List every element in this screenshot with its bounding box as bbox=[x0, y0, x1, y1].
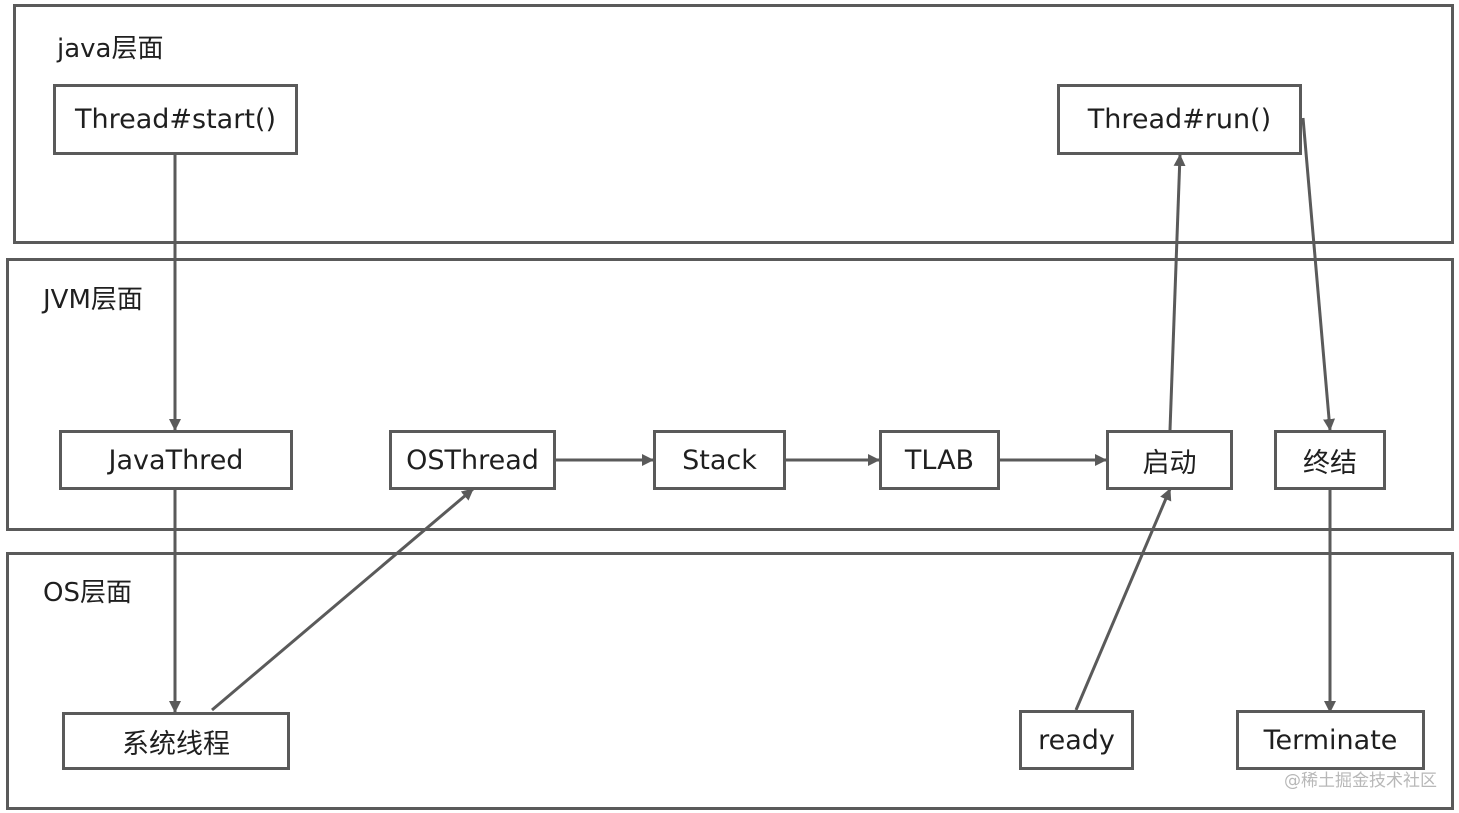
jvm-layer-label: JVM层面 bbox=[43, 285, 143, 315]
node-terminate: Terminate bbox=[1236, 710, 1425, 770]
jvm-layer bbox=[6, 258, 1454, 531]
node-java-thred: JavaThred bbox=[59, 430, 293, 490]
watermark: @稀土掘金技术社区 bbox=[1284, 771, 1437, 791]
java-layer-label: java层面 bbox=[57, 34, 164, 64]
node-thread-start: Thread#start() bbox=[53, 84, 298, 155]
node-stack: Stack bbox=[653, 430, 786, 490]
node-finish: 终结 bbox=[1274, 430, 1386, 490]
os-layer-label: OS层面 bbox=[43, 578, 132, 608]
node-launch: 启动 bbox=[1106, 430, 1233, 490]
node-tlab: TLAB bbox=[879, 430, 1000, 490]
node-thread-run: Thread#run() bbox=[1057, 84, 1302, 155]
os-layer bbox=[6, 552, 1454, 810]
node-system-thread: 系统线程 bbox=[62, 712, 290, 770]
node-os-thread: OSThread bbox=[389, 430, 556, 490]
node-ready: ready bbox=[1019, 710, 1134, 770]
